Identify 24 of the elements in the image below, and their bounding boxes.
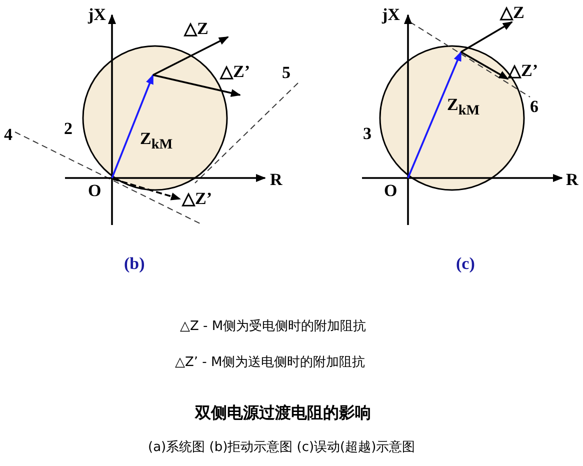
callout-number: 6 xyxy=(530,98,538,115)
note: △Z - M侧为受电侧时的附加阻抗 xyxy=(180,320,366,334)
origin-label: O xyxy=(384,182,398,199)
callout-number: 2 xyxy=(64,120,72,137)
panel-label: (c) xyxy=(456,255,475,272)
title: 双侧电源过渡电阻的影响 xyxy=(195,404,371,422)
axis-label: jX xyxy=(382,6,400,23)
axis-label: R xyxy=(566,171,578,188)
callout-number: 5 xyxy=(282,64,290,81)
callout-number: 3 xyxy=(363,125,372,142)
vector-label: △Z’ xyxy=(220,63,250,80)
axis-label: R xyxy=(270,171,282,188)
vector-label: △Z xyxy=(500,4,524,21)
vector-label: △Z xyxy=(184,20,208,37)
callout-number: 4 xyxy=(4,126,12,143)
caption: (a)系统图 (b)拒动示意图 (c)误动(超越)示意图 xyxy=(148,441,416,456)
vector-label: Z$_{kM}$ xyxy=(140,130,173,152)
note: △Z’ - M侧为送电侧时的附加阻抗 xyxy=(175,356,366,370)
origin-label: O xyxy=(88,182,102,199)
panel-label: (b) xyxy=(124,255,145,272)
vector-label: △Z’ xyxy=(182,190,212,207)
vector-label: △Z’ xyxy=(508,62,538,79)
axis-label: jX xyxy=(88,6,106,23)
vector-label: Z$_{kM}$ xyxy=(447,96,480,118)
